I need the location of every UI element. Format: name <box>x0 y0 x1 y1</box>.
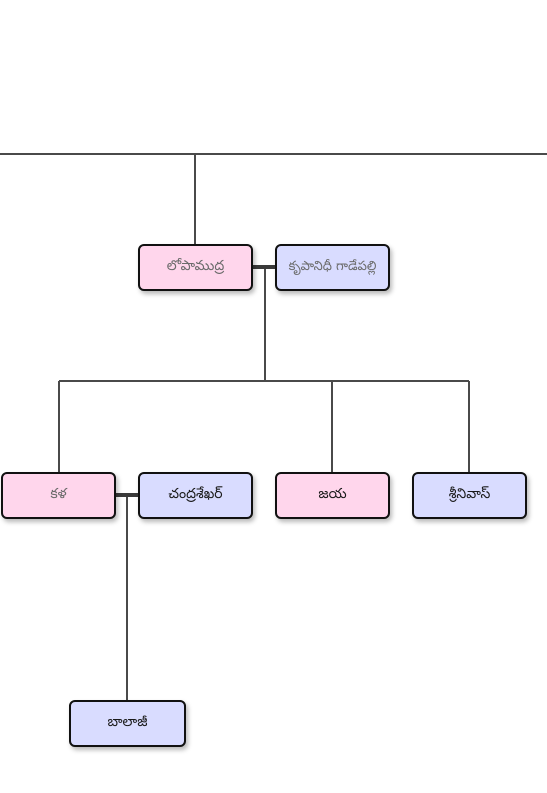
person-name: జయ <box>318 486 347 502</box>
person-name: చంద్రశేఖర్ <box>168 486 223 502</box>
person-node-krupanidhi-gadepalli[interactable]: కృపానిధీ గాడేపల్లి <box>275 244 390 291</box>
person-name: కళ <box>50 486 67 502</box>
person-name: శ్రీనివాస్ <box>448 486 491 502</box>
person-node-balaji[interactable]: బాలాజీ <box>69 700 186 747</box>
person-node-chandrasekhar[interactable]: చంద్రశేఖర్ <box>138 472 253 519</box>
person-name: బాలాజీ <box>107 714 148 730</box>
person-node-jaya[interactable]: జయ <box>275 472 390 519</box>
person-node-srinivas[interactable]: శ్రీనివాస్ <box>412 472 527 519</box>
person-node-kala[interactable]: కళ <box>1 472 116 519</box>
person-name: లోపాముద్ర <box>166 258 225 274</box>
person-node-lopamudra[interactable]: లోపాముద్ర <box>138 244 253 291</box>
person-name: కృపానిధీ గాడేపల్లి <box>288 258 377 274</box>
